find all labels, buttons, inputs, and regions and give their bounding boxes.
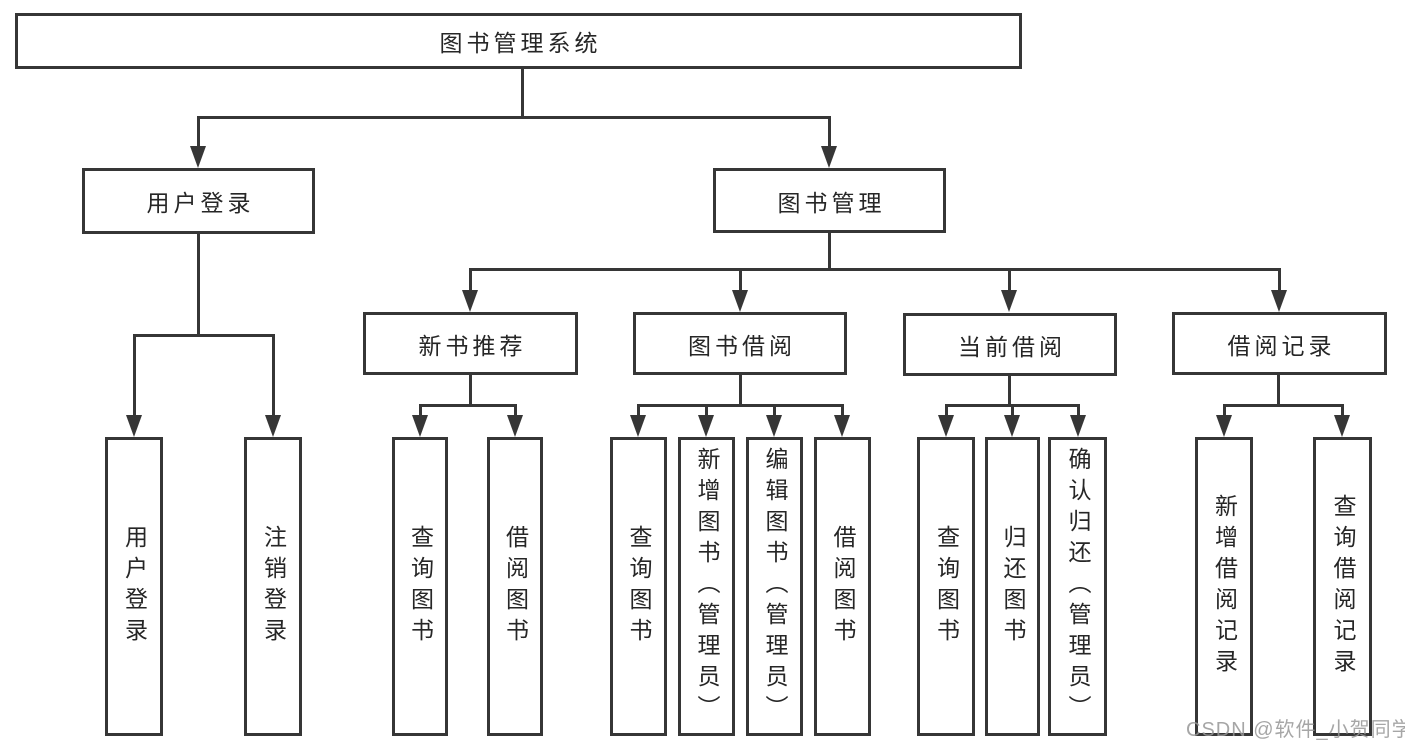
arrowhead-cb-return xyxy=(1004,415,1020,437)
arrowhead-nbr-query xyxy=(412,415,428,437)
arrowhead-br-query xyxy=(1334,415,1350,437)
arrowhead-leaf-user-login xyxy=(126,415,142,437)
connector-stem-bb-borrow xyxy=(841,404,844,419)
connector-stem-borrow-record xyxy=(1278,268,1281,293)
connector-stem-current-borrow xyxy=(1008,268,1011,293)
connector-user-login-horizontal xyxy=(133,334,275,337)
arrowhead-new-book-recommend xyxy=(462,290,478,312)
leaf-logout: 注销登录 xyxy=(244,437,302,736)
connector-root-vertical xyxy=(521,69,524,119)
connector-stem-bb-edit xyxy=(773,404,776,419)
arrowhead-borrow-record xyxy=(1271,290,1287,312)
connector-stem-book-management xyxy=(828,116,831,149)
node-root: 图书管理系统 xyxy=(15,13,1022,69)
connector-book-management-vertical xyxy=(828,233,831,270)
connector-stem-cb-confirm xyxy=(1077,404,1080,419)
connector-root-horizontal xyxy=(197,116,831,119)
arrowhead-book-borrow xyxy=(732,290,748,312)
arrowhead-bb-borrow xyxy=(834,415,850,437)
connector-stem-nbr-query xyxy=(419,404,422,419)
node-user-login: 用户登录 xyxy=(82,168,315,234)
connector-br-vertical xyxy=(1277,375,1280,406)
connector-bb-vertical xyxy=(739,375,742,406)
arrowhead-br-add xyxy=(1216,415,1232,437)
connector-stem-br-add xyxy=(1223,404,1226,419)
leaf-cb-return-book: 归还图书 xyxy=(985,437,1040,736)
connector-cb-vertical xyxy=(1008,376,1011,406)
leaf-cb-confirm-return: 确认归还（管理员） xyxy=(1048,437,1107,736)
connector-nbr-vertical xyxy=(469,375,472,406)
connector-book-management-horizontal xyxy=(469,268,1281,271)
leaf-cb-query-book: 查询图书 xyxy=(917,437,975,736)
leaf-bb-edit-book: 编辑图书（管理员） xyxy=(746,437,803,736)
watermark: CSDN @软件_小贺同学 xyxy=(1186,719,1405,741)
arrowhead-current-borrow xyxy=(1001,290,1017,312)
connector-stem-book-borrow xyxy=(739,268,742,293)
connector-stem-new-book-recommend xyxy=(469,268,472,293)
connector-stem-cb-query xyxy=(945,404,948,419)
leaf-br-add-record: 新增借阅记录 xyxy=(1195,437,1253,736)
leaf-br-query-record: 查询借阅记录 xyxy=(1313,437,1372,736)
arrowhead-nbr-borrow xyxy=(507,415,523,437)
leaf-nbr-borrow-book: 借阅图书 xyxy=(487,437,543,736)
arrowhead-leaf-logout xyxy=(265,415,281,437)
node-current-borrow: 当前借阅 xyxy=(903,313,1117,376)
arrowhead-book-management xyxy=(821,146,837,168)
leaf-bb-add-book: 新增图书（管理员） xyxy=(678,437,735,736)
arrowhead-cb-confirm xyxy=(1070,415,1086,437)
connector-stem-br-query xyxy=(1341,404,1344,419)
arrowhead-bb-add xyxy=(698,415,714,437)
connector-stem-leaf-user-login xyxy=(133,334,136,418)
node-book-management: 图书管理 xyxy=(713,168,946,233)
connector-stem-bb-add xyxy=(705,404,708,419)
connector-nbr-horizontal xyxy=(419,404,517,407)
node-book-borrow: 图书借阅 xyxy=(633,312,847,375)
connector-stem-leaf-logout xyxy=(272,334,275,418)
connector-bb-horizontal xyxy=(637,404,844,407)
leaf-nbr-query-book: 查询图书 xyxy=(392,437,448,736)
arrowhead-user-login xyxy=(190,146,206,168)
connector-user-login-vertical xyxy=(197,234,200,336)
connector-stem-bb-query xyxy=(637,404,640,419)
connector-stem-user-login xyxy=(197,116,200,149)
arrowhead-bb-query xyxy=(630,415,646,437)
arrowhead-bb-edit xyxy=(766,415,782,437)
leaf-user-login: 用户登录 xyxy=(105,437,163,736)
node-new-book-recommend: 新书推荐 xyxy=(363,312,578,375)
arrowhead-cb-query xyxy=(938,415,954,437)
connector-stem-nbr-borrow xyxy=(514,404,517,419)
leaf-bb-query-book: 查询图书 xyxy=(610,437,667,736)
connector-br-horizontal xyxy=(1223,404,1344,407)
connector-stem-cb-return xyxy=(1011,404,1014,419)
leaf-bb-borrow-book: 借阅图书 xyxy=(814,437,871,736)
node-borrow-record: 借阅记录 xyxy=(1172,312,1387,375)
